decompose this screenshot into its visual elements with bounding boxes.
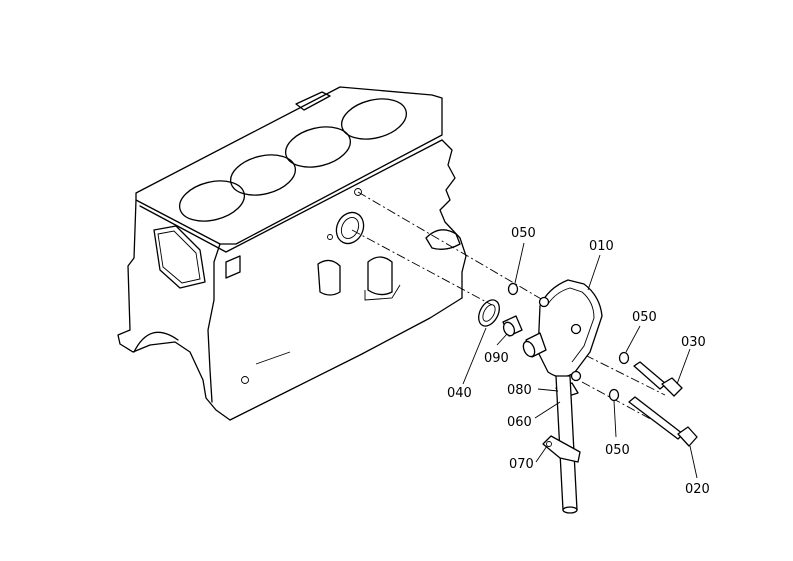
part-050-washer-lower [608, 388, 620, 402]
centerline-port [351, 229, 493, 306]
leader-050a [514, 242, 525, 284]
block-bolt-hole-lower [241, 376, 249, 384]
label-060: 060 [507, 415, 532, 430]
label-070: 070 [509, 457, 534, 472]
centerline-upper-bolt [357, 191, 544, 301]
leader-080 [537, 388, 559, 392]
pump-housing-body [537, 279, 603, 378]
block-boss-right [367, 256, 393, 296]
label-010: 010 [589, 239, 614, 254]
bracket-hole [546, 441, 552, 447]
o-ring-inner [482, 304, 496, 322]
part-010-pump-housing [522, 279, 603, 382]
block-lower-arch [133, 331, 179, 353]
label-050b: 050 [632, 310, 657, 325]
label-050c: 050 [605, 443, 630, 458]
block-side-window [153, 225, 206, 289]
part-050-washer-upper [507, 282, 519, 296]
bracket-plate [542, 435, 581, 463]
bolt-030-shank [633, 361, 667, 390]
cylinder-bore-3 [285, 126, 351, 168]
engine-block [117, 86, 467, 421]
leader-010 [587, 254, 601, 291]
part-090-sleeve [502, 315, 523, 337]
label-090: 090 [484, 351, 509, 366]
block-side-window-inner [157, 230, 201, 284]
bolt-030-head [661, 377, 683, 397]
block-left-face [117, 199, 231, 421]
centerline-bolt-020 [581, 381, 685, 438]
block-deck-edge [139, 139, 443, 253]
label-050a: 050 [511, 226, 536, 241]
block-oil-port [335, 211, 365, 245]
leader-030 [676, 348, 691, 385]
block-bolt-hole-upper [354, 188, 362, 196]
part-070-bracket [542, 435, 581, 463]
o-ring-outer [478, 299, 500, 327]
leader-050b [625, 325, 641, 353]
label-020: 020 [685, 482, 710, 497]
pipe-end [562, 506, 578, 514]
pump-bolt-boss-mid [570, 323, 582, 335]
label-080: 080 [507, 383, 532, 398]
leader-060 [534, 401, 561, 419]
leader-020 [689, 445, 698, 479]
cylinder-bore-4 [341, 98, 407, 140]
part-020-bolt [628, 396, 698, 447]
sleeve-end [502, 321, 516, 337]
leader-070 [535, 445, 548, 463]
part-labels: 010 050 050 050 030 020 040 090 080 060 … [447, 226, 710, 497]
block-gallery-line [255, 351, 291, 365]
leader-050c [613, 400, 617, 438]
block-front-edge [207, 243, 221, 403]
leader-040 [462, 327, 487, 385]
part-060-strainer-pipe [555, 375, 578, 514]
part-030-bolt [633, 361, 683, 397]
bolt-020-head [677, 426, 698, 447]
label-040: 040 [447, 386, 472, 401]
block-right-face [439, 139, 467, 299]
block-small-hole [327, 234, 333, 240]
cylinder-bore-1 [179, 180, 245, 222]
part-040-o-ring [478, 299, 500, 327]
bolt-020-shank [628, 396, 684, 440]
block-oil-port-inner [340, 217, 360, 239]
pump-housing-flange [547, 287, 595, 363]
cylinder-bore-2 [230, 154, 296, 196]
pump-nozzle-end [522, 340, 536, 358]
leader-lines [462, 242, 698, 479]
pump-bolt-boss-bottom [570, 370, 582, 382]
block-boss-left [225, 255, 241, 279]
block-bottom-edge [229, 297, 463, 421]
block-right-boss [425, 229, 461, 250]
pump-bolt-boss-top [538, 296, 550, 308]
leader-090 [496, 333, 508, 346]
label-030: 030 [681, 335, 706, 350]
block-boss-mid [317, 259, 341, 296]
block-boss-base [364, 284, 401, 301]
block-top-ridge [295, 91, 331, 111]
block-top-deck [135, 86, 443, 245]
cylinder-bores [179, 98, 407, 222]
part-050-washer-right [618, 351, 630, 365]
